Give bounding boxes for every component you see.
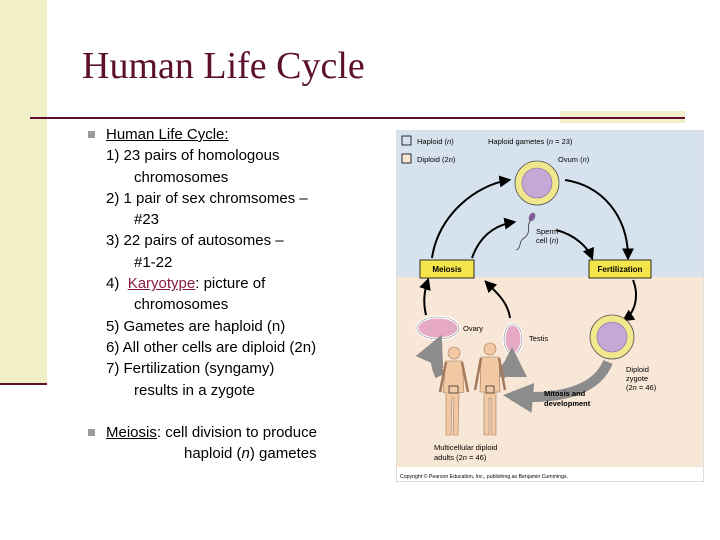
testis-to-meiosis-arrow [484,280,511,319]
sperm-head [528,212,536,222]
haploid-gametes-title: Haploid gametes (n = 23) [488,137,573,146]
meiosis-definition: : cell division to produce [156,423,317,441]
fertilization-to-zygote-arrow [622,279,637,322]
male-figure [473,342,507,436]
diploid-legend-swatch [401,153,412,164]
testis-label: Testis [529,334,548,343]
adults-count-label: adults (2n = 46) [434,453,487,462]
haploid-legend-label: Haploid (n) [417,137,454,146]
ovary-label: Ovary [463,324,483,333]
development-label: development [544,399,591,408]
list-item: 1) 23 pairs of homologous [106,147,280,165]
diploid-legend-label: Diploid (2n) [417,155,456,164]
zygote-count-label: (2n = 46) [626,383,657,392]
list-item: 6) All other cells are diploid (2n) [106,338,317,356]
copyright-notice: Copyright © Pearson Education, Inc., pub… [400,473,568,480]
list-item: 3) 22 pairs of autosomes – [106,232,284,250]
ovum-to-fertilization-arrow [564,179,634,261]
haploid-region [397,131,703,277]
ovum-label: Ovum (n) [558,155,590,164]
slide-title: Human Life Cycle [82,45,365,87]
bullet-list: Human Life Cycle: 1) 23 pairs of homolog… [88,124,388,464]
list-item-continued: #1-22 [134,253,173,271]
list-item-text: : picture of [195,275,266,293]
sidebar-accent-line [0,383,47,385]
haploid-legend-swatch [401,135,412,146]
mitosis-development-arrow [503,359,613,413]
sidebar-decoration [0,0,47,384]
sperm-tail [515,220,531,251]
bullet-heading: Human Life Cycle: [106,126,229,143]
female-figure [438,346,470,436]
list-item-continued: chromosomes [134,168,229,186]
list-item-continued: results in a zygote [134,381,255,399]
meiosis-term: Meiosis [106,423,157,441]
list-item: 7) Fertilization (syngamy) [106,360,275,378]
zygote-label-diploid: Diploid [626,365,649,374]
meiosis-box-label: Meiosis [432,265,462,274]
sperm-cell-label: cell (n) [536,236,559,245]
meiosis-definition-continued: haploid (n) gametes [184,445,317,463]
bullet-life-cycle: Human Life Cycle: 1) 23 pairs of homolog… [88,124,388,401]
bullet-square-icon [88,131,95,138]
ovum-nucleus [521,167,553,199]
title-rule [30,117,685,119]
list-item-continued: chromosomes [134,296,229,314]
mitosis-label: Mitosis and [544,389,586,398]
sperm-label: Sperm [536,227,558,236]
adults-label: Multicellular diploid [434,443,497,452]
ovary-to-meiosis-arrow [419,277,431,316]
karyotype-link[interactable]: Karyotype [127,275,196,293]
fertilization-box-label: Fertilization [598,265,643,274]
sperm-to-fertilization-arrow [555,229,594,261]
list-number: 4) [106,275,120,293]
bullet-meiosis: Meiosis: cell division to produce haploi… [88,422,388,465]
fertilization-box [588,259,652,279]
list-item-continued: #23 [134,211,160,229]
meiosis-to-ovum-arrow [431,175,512,259]
bullet-square-icon [88,428,95,436]
list-item: 5) Gametes are haploid (n) [106,317,286,335]
zygote-label: zygote [626,374,648,383]
list-item: 2) 1 pair of sex chromsomes – [106,189,308,207]
list-item: 4) Karyotype: picture of [106,273,388,294]
female-to-ovary-arrow [415,334,445,378]
meiosis-to-sperm-arrow [471,217,517,259]
zygote-nucleus [596,321,628,353]
life-cycle-diagram: Haploid (n) Diploid (2n) Haploid gametes… [396,130,704,482]
meiosis-box [419,259,475,279]
